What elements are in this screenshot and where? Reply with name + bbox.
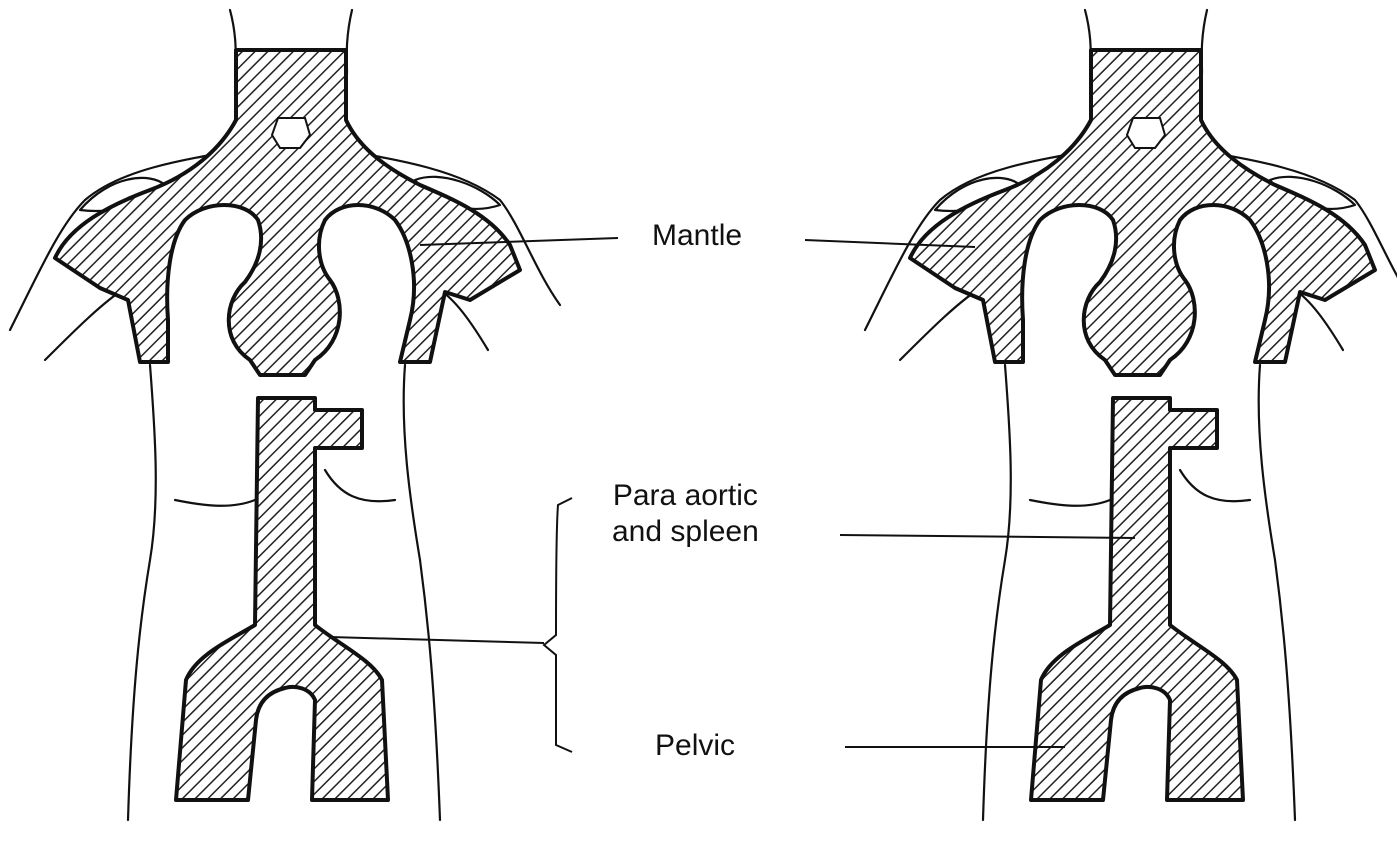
- para-aortic-label-line1: Para aortic: [612, 478, 759, 514]
- para-aortic-label-line2: and spleen: [612, 514, 759, 550]
- paraaortic-leader-left: [330, 637, 544, 643]
- para-aortic-spleen-label: Para aortic and spleen: [612, 478, 759, 550]
- right-body-figure: [865, 10, 1397, 820]
- pelvic-label: Pelvic: [655, 728, 735, 764]
- left-body-figure: [10, 10, 560, 820]
- paraaortic-leader-right: [840, 535, 1135, 538]
- mantle-label: Mantle: [652, 218, 742, 254]
- bracket: [544, 498, 572, 752]
